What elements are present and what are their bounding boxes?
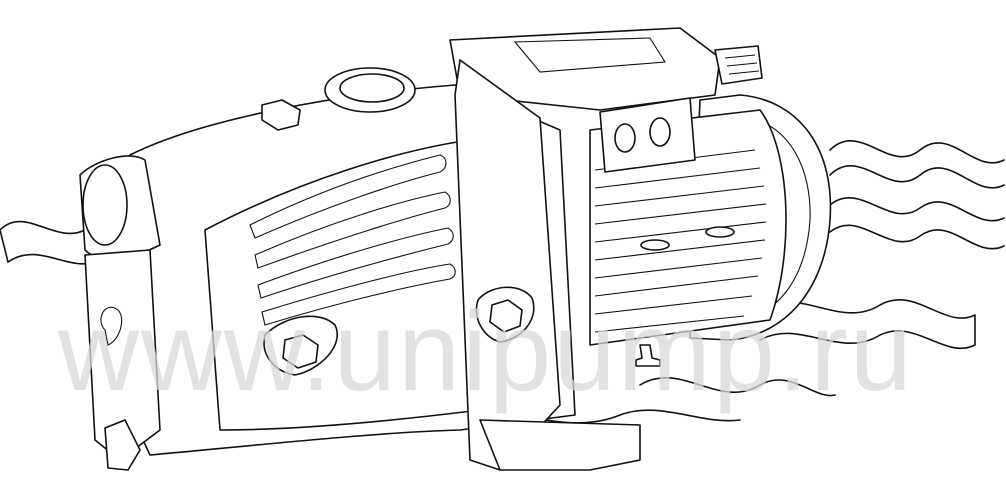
terminal-socket-1 [614, 123, 636, 153]
terminal-box-lid [513, 37, 666, 73]
flange-plate [454, 59, 561, 471]
wave-line-3 [829, 197, 1005, 222]
motor-body [589, 109, 787, 346]
priming-plug-nut [261, 99, 301, 131]
terminal-box [449, 27, 763, 173]
motor-bolt-2 [705, 226, 735, 238]
wave-line-2 [829, 164, 1005, 189]
priming-port-inner [339, 73, 405, 103]
motor [589, 94, 832, 367]
pump-housing [79, 59, 641, 471]
drain-plug [104, 419, 141, 471]
motor-foot [635, 344, 661, 367]
terminal-socket-2 [649, 117, 671, 147]
flange-bolt-nut [489, 299, 523, 333]
wave-line-5 [759, 299, 976, 350]
outlet-opening [82, 164, 128, 246]
side-bolt-nut [282, 334, 319, 369]
inlet-block [84, 249, 161, 461]
wave-line-4 [829, 224, 1005, 250]
wave-line-1 [829, 139, 1005, 164]
terminal-box-front [599, 97, 696, 173]
pump-base-plate [479, 419, 641, 471]
wave-line-6 [639, 377, 836, 397]
motor-bolt-1 [640, 239, 670, 251]
housing-ribs [249, 154, 456, 326]
